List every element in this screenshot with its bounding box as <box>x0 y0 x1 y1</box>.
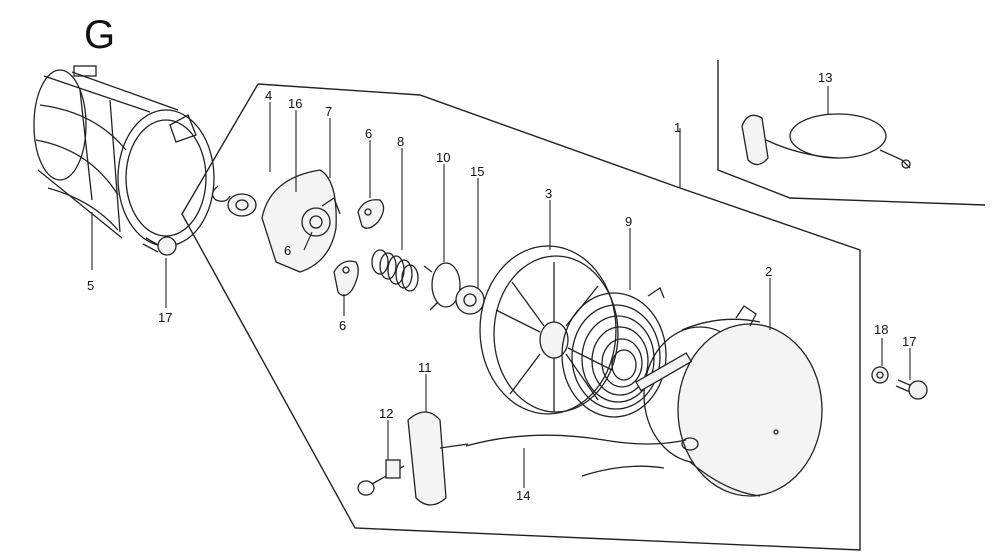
callout-2: 2 <box>765 264 772 279</box>
leader-lines <box>91 86 911 488</box>
callout-15: 15 <box>470 164 484 179</box>
assembly-frame <box>181 83 861 551</box>
part-14-rope <box>465 434 687 477</box>
section-letter: G <box>84 13 115 57</box>
callout-18: 18 <box>874 322 888 337</box>
callout-6-bottom: 6 <box>339 318 346 333</box>
part-3-reel <box>479 245 619 415</box>
inset-frame <box>717 60 986 206</box>
part-11-starter-grip <box>407 411 469 506</box>
part-7-ratchet-plate <box>261 169 341 273</box>
part-17-bolt-right <box>895 379 928 400</box>
part-9-recoil-spring <box>561 287 667 418</box>
part-6-pawl-top <box>357 199 385 229</box>
callout-17-right: 17 <box>902 334 916 349</box>
part-4-clip <box>211 185 231 202</box>
callout-8: 8 <box>397 134 404 149</box>
part-15-washer <box>455 285 485 315</box>
callout-14: 14 <box>516 488 530 503</box>
callout-4: 4 <box>265 88 272 103</box>
part-16-washer <box>227 193 257 217</box>
callout-numbers: 1 2 3 4 5 6 6 6 7 8 9 10 11 12 13 14 15 … <box>87 70 916 503</box>
callout-10: 10 <box>436 150 450 165</box>
part-17-bolt-left <box>142 236 177 256</box>
callout-3: 3 <box>545 186 552 201</box>
callout-5: 5 <box>87 278 94 293</box>
part-13-rope-assembly <box>741 113 911 169</box>
callout-9: 9 <box>625 214 632 229</box>
part-2-starter-case <box>635 305 823 497</box>
part-12-retainer <box>357 459 405 496</box>
part-6-pawl-bottom <box>333 260 359 297</box>
callout-11: 11 <box>418 360 432 375</box>
callout-1: 1 <box>674 120 681 135</box>
callout-12: 12 <box>379 406 393 421</box>
callout-13: 13 <box>818 70 832 85</box>
callout-6-middle: 6 <box>284 243 291 258</box>
part-18-washer <box>871 366 889 384</box>
part-5-fan-cover <box>33 65 215 247</box>
callout-7: 7 <box>325 104 332 119</box>
part-10-spring-clip <box>423 262 461 311</box>
callout-6-top: 6 <box>365 126 372 141</box>
callout-17-left: 17 <box>158 310 172 325</box>
part-8-spring <box>371 249 419 292</box>
callout-16: 16 <box>288 96 302 111</box>
